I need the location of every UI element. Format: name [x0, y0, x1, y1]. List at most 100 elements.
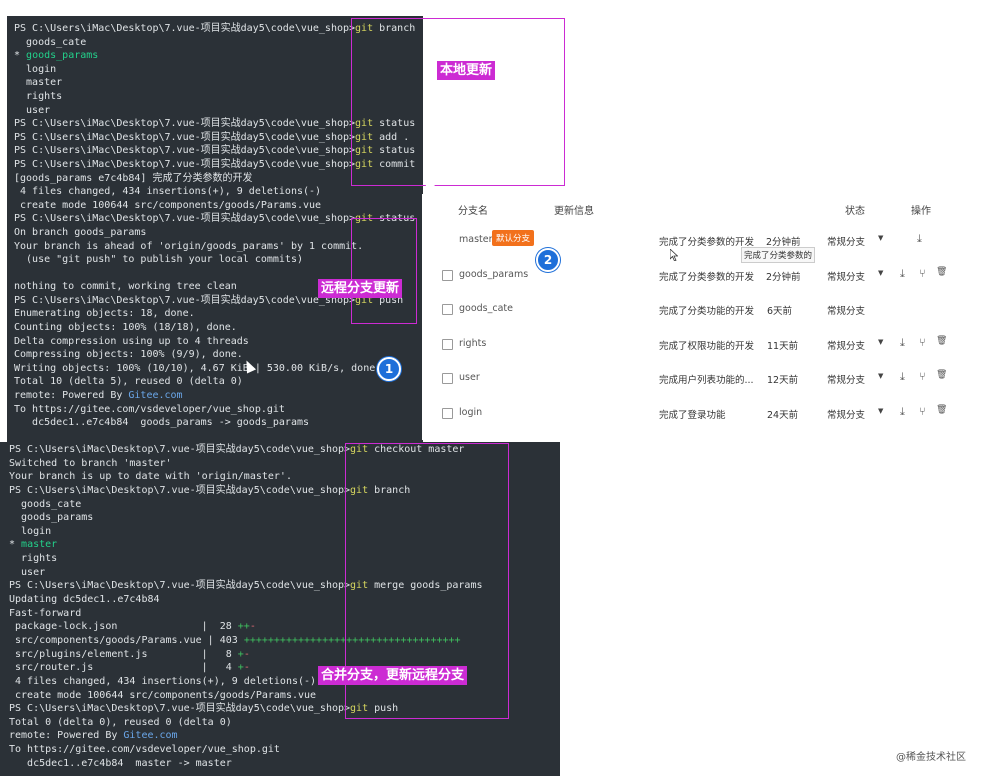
prompt: PS C:\Users\iMac\Desktop\7.vue-项目实战day5\…: [9, 484, 351, 496]
branch-name[interactable]: master: [459, 234, 493, 245]
terminal-top[interactable]: PS C:\Users\iMac\Desktop\7.vue-项目实战day5\…: [7, 16, 423, 444]
commit-message[interactable]: 完成用户列表功能的...: [659, 375, 754, 387]
command-git: git: [355, 118, 374, 130]
chevron-down-icon[interactable]: ▼: [878, 268, 884, 277]
diff-plus: ++++++++++++++++++++++++++++++++++++: [243, 634, 461, 646]
terminal-line: [goods_params e7c4b84] 完成了分类参数的开发: [14, 172, 423, 186]
command-git: git: [355, 294, 374, 306]
prompt: PS C:\Users\iMac\Desktop\7.vue-项目实战day5\…: [9, 580, 351, 592]
delete-icon[interactable]: 🗑: [936, 405, 948, 415]
branch-name[interactable]: goods_params: [459, 268, 529, 280]
commit-message[interactable]: 完成了分类功能的开发: [659, 306, 755, 318]
command-flag: -m: [421, 159, 423, 170]
terminal-line: src/components/goods/Params.vue | 403 ++…: [9, 634, 560, 648]
terminal-line: To https://gitee.com/vsdeveloper/vue_sho…: [14, 403, 423, 417]
chevron-down-icon[interactable]: ▼: [878, 372, 884, 381]
terminal-line: PS C:\Users\iMac\Desktop\7.vue-项目实战day5\…: [14, 144, 423, 158]
commit-message[interactable]: 完成了登录功能: [659, 410, 726, 421]
terminal-line: Total 10 (delta 5), reused 0 (delta 0): [14, 375, 423, 389]
output-text: Total 0 (delta 0), reused 0 (delta 0): [9, 716, 232, 728]
header-update-info: 更新信息: [554, 206, 594, 217]
pull-request-icon[interactable]: ⑂: [919, 405, 926, 418]
terminal-line: Writing objects: 100% (10/10), 4.67 KiB …: [14, 362, 423, 376]
terminal-line: rights: [14, 90, 423, 104]
terminal-line: Compressing objects: 100% (9/9), done.: [14, 348, 423, 362]
terminal-line: remote: Powered By Gitee.com: [14, 389, 423, 403]
terminal-line: PS C:\Users\iMac\Desktop\7.vue-项目实战day5\…: [9, 484, 560, 498]
terminal-line: 4 files changed, 434 insertions(+), 9 de…: [9, 675, 560, 689]
branch-state: 常规分支: [827, 340, 866, 352]
commit-time: 24天前: [767, 410, 799, 421]
prompt: PS C:\Users\iMac\Desktop\7.vue-项目实战day5\…: [9, 444, 351, 455]
terminal-bottom[interactable]: PS C:\Users\iMac\Desktop\7.vue-项目实战day5\…: [0, 442, 560, 776]
commit-message[interactable]: 完成了权限功能的开发: [659, 340, 755, 352]
branch-state: 常规分支: [827, 306, 866, 318]
branch-checkbox[interactable]: [442, 408, 453, 419]
diff-plus: +: [237, 648, 244, 660]
output-text: To https://gitee.com/vsdeveloper/vue_sho…: [14, 403, 285, 415]
output-text: Switched to branch 'master': [9, 457, 172, 469]
header-branch-name: 分支名: [458, 206, 488, 217]
pull-request-icon[interactable]: ⑂: [919, 370, 926, 384]
prompt: PS C:\Users\iMac\Desktop\7.vue-项目实战day5\…: [14, 23, 356, 34]
command-args: branch: [368, 484, 411, 496]
chevron-down-icon[interactable]: ▼: [878, 337, 884, 346]
terminal-line: user: [9, 566, 560, 580]
download-icon[interactable]: ⤓: [917, 232, 922, 245]
commit-message[interactable]: 完成了分类参数的开发: [659, 271, 755, 283]
diff-plus: ++: [237, 621, 250, 633]
branch-name[interactable]: user: [459, 372, 480, 384]
current-branch: goods_params: [26, 50, 99, 62]
branch-name[interactable]: rights: [459, 337, 487, 349]
terminal-line: dc5dec1..e7c4b84 master -> master: [9, 757, 560, 771]
download-icon[interactable]: ⤓: [900, 335, 905, 349]
delete-icon[interactable]: 🗑: [936, 335, 948, 346]
branch-name[interactable]: login: [459, 407, 483, 418]
pull-request-icon[interactable]: ⑂: [919, 266, 926, 280]
chevron-down-icon[interactable]: ▼: [878, 234, 884, 242]
prompt: PS C:\Users\iMac\Desktop\7.vue-项目实战day5\…: [14, 131, 356, 143]
download-icon[interactable]: ⤓: [900, 370, 905, 384]
terminal-line: * master: [9, 538, 560, 552]
gitee-link[interactable]: Gitee.com: [128, 390, 183, 402]
output-text: dc5dec1..e7c4b84 goods_params -> goods_p…: [14, 417, 310, 429]
diff-minus: -: [249, 621, 256, 633]
terminal-line: rights: [9, 552, 560, 566]
pull-request-icon[interactable]: ⑂: [919, 335, 926, 349]
output-text: Writing objects: 100% (10/10), 4.67 KiB …: [14, 362, 382, 374]
delete-icon[interactable]: 🗑: [936, 266, 948, 277]
prompt: PS C:\Users\iMac\Desktop\7.vue-项目实战day5\…: [14, 158, 356, 170]
download-icon[interactable]: ⤓: [900, 405, 905, 418]
gitee-link[interactable]: Gitee.com: [123, 730, 178, 742]
terminal-line: remote: Powered By Gitee.com: [9, 729, 560, 743]
commit-time: 2分钟前: [766, 271, 801, 283]
branch-name[interactable]: goods_cate: [459, 303, 513, 315]
branch-checkbox[interactable]: [442, 304, 453, 316]
command-args: add .: [373, 131, 410, 143]
chevron-down-icon[interactable]: ▼: [878, 407, 884, 415]
command-args: push: [368, 703, 399, 715]
terminal-line: create mode 100644 src/components/goods/…: [9, 689, 560, 703]
output-text: package-lock.json | 28: [9, 621, 238, 633]
download-icon[interactable]: ⤓: [900, 266, 905, 280]
terminal-line: (use "git push" to publish your local co…: [14, 253, 423, 267]
branch-checkbox[interactable]: [442, 338, 453, 350]
output-text: create mode 100644 src/components/goods/…: [9, 689, 317, 701]
output-text: Updating dc5dec1..e7c4b84: [9, 594, 160, 606]
output-text: 4 files changed, 434 insertions(+), 9 de…: [9, 675, 317, 687]
commit-time: 12天前: [767, 375, 799, 387]
terminal-line: goods_cate: [9, 498, 560, 512]
output-text: src/router.js | 4: [9, 662, 238, 674]
commit-message[interactable]: 完成了分类参数的开发: [659, 237, 755, 248]
prompt: PS C:\Users\iMac\Desktop\7.vue-项目实战day5\…: [14, 118, 356, 130]
command-git: git: [350, 703, 369, 715]
command-args: merge goods_params: [368, 580, 483, 592]
command-git: git: [355, 145, 374, 157]
branch-checkbox[interactable]: [442, 373, 453, 385]
branch-checkbox[interactable]: [442, 269, 453, 281]
delete-icon[interactable]: 🗑: [936, 370, 948, 381]
terminal-line: Fast-forward: [9, 607, 560, 621]
